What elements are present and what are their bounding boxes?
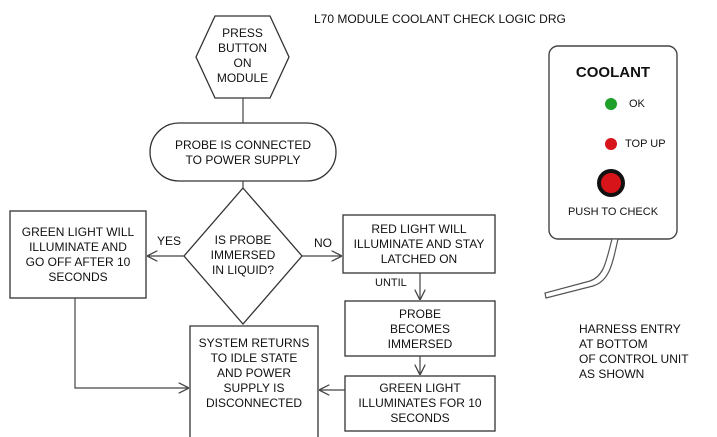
probe-connected-label: PROBE IS CONNECTED TO POWER SUPPLY	[174, 138, 312, 167]
harness-note: HARNESS ENTRY AT BOTTOM OF CONTROL UNIT …	[579, 322, 689, 381]
start-label: PRESS BUTTON ON MODULE	[216, 26, 269, 85]
ok-label: OK	[629, 98, 645, 110]
harness-cable	[544, 238, 619, 299]
topup-indicator-light	[605, 138, 617, 150]
probe-immersed-label: PROBE BECOMES IMMERSED	[387, 307, 453, 351]
red-light-box	[342, 214, 496, 274]
system-returns-box	[189, 325, 319, 437]
topup-label: TOP UP	[625, 138, 666, 150]
system-returns-label: SYSTEM RETURNS TO IDLE STATE AND POWER S…	[198, 336, 310, 410]
until-label: UNTIL	[375, 277, 407, 289]
green-light-right-box	[344, 375, 496, 432]
push-to-check-button[interactable]	[597, 169, 625, 197]
diagram-title: L70 MODULE COOLANT CHECK LOGIC DRG	[314, 12, 566, 26]
yes-label: YES	[156, 234, 181, 248]
decision-label: IS PROBE IMMERSED IN LIQUID?	[210, 233, 276, 277]
decision-diamond	[183, 187, 303, 325]
green-light-left-box	[9, 210, 147, 299]
probe-immersed-box	[344, 300, 496, 357]
green-light-right-label: GREEN LIGHT ILLUMINATES FOR 10 SECONDS	[358, 381, 482, 425]
ok-indicator-light	[605, 98, 617, 110]
control-unit-heading: COOLANT	[575, 64, 651, 81]
arrow-green-left-to-system	[74, 298, 188, 388]
start-hexagon	[195, 15, 290, 99]
no-label: NO	[314, 236, 332, 250]
red-light-label: RED LIGHT WILL ILLUMINATE AND STAY LATCH…	[353, 222, 485, 266]
green-light-left-label: GREEN LIGHT WILL ILLUMINATE AND GO OFF A…	[21, 225, 135, 284]
push-to-check-label: PUSH TO CHECK	[567, 206, 659, 218]
